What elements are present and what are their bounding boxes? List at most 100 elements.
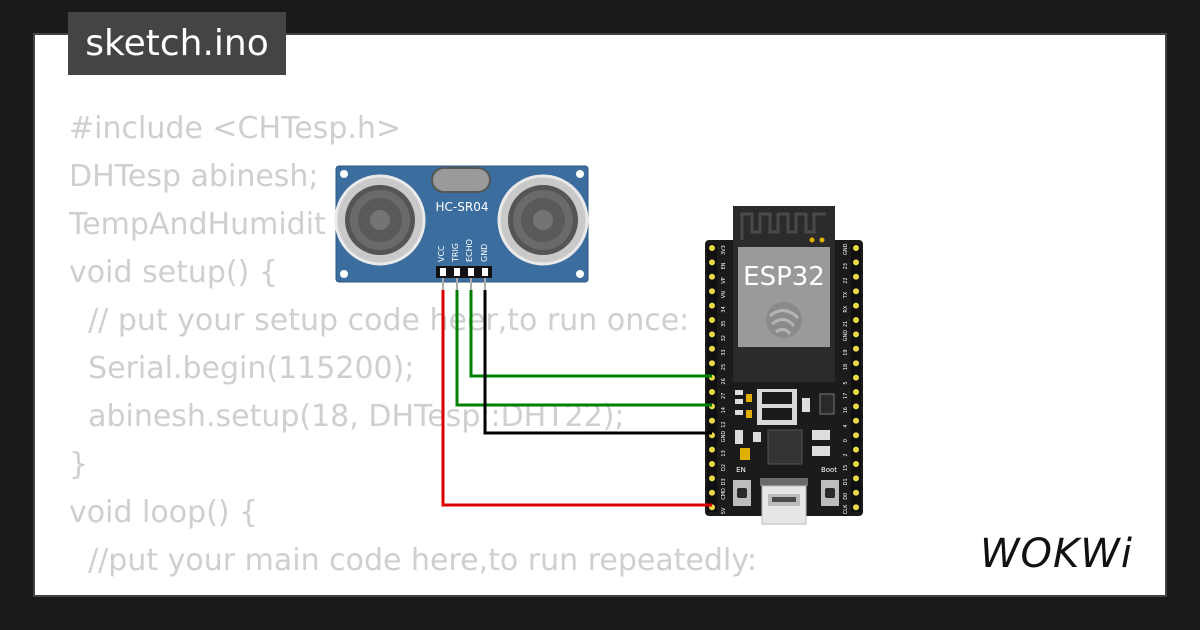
right-pin-18[interactable] bbox=[853, 360, 859, 367]
right-pin-d0[interactable] bbox=[853, 489, 859, 496]
right-pin-label: TX bbox=[843, 291, 849, 299]
wire-gnd[interactable] bbox=[483, 290, 712, 435]
left-pin-13[interactable] bbox=[709, 446, 715, 453]
code-line: // put your setup code heer,to run once: bbox=[69, 303, 690, 338]
right-pin-label: 21 bbox=[843, 321, 849, 327]
right-pin-0[interactable] bbox=[853, 432, 859, 439]
crystal-icon bbox=[431, 167, 491, 193]
right-pin-5[interactable] bbox=[853, 374, 859, 381]
left-pin-32[interactable] bbox=[709, 331, 715, 338]
left-pin-label: 33 bbox=[721, 349, 727, 355]
left-pin-25[interactable] bbox=[709, 360, 715, 367]
right-pin-23[interactable] bbox=[853, 259, 859, 266]
sensor-pin-label-gnd: GND bbox=[480, 244, 489, 262]
usb-uart-chip bbox=[767, 429, 803, 465]
sensor-label: HC-SR04 bbox=[436, 200, 489, 214]
usb-port bbox=[760, 478, 808, 525]
left-pin-35[interactable] bbox=[709, 317, 715, 323]
left-pin-en[interactable] bbox=[709, 259, 715, 266]
right-pin-label: 15 bbox=[843, 465, 849, 471]
right-pin-gnd[interactable] bbox=[853, 331, 859, 338]
right-pin-2[interactable] bbox=[853, 446, 859, 453]
right-pin-17[interactable] bbox=[853, 389, 859, 395]
code-line: ...abinesh.getTempAndHumidity(); bbox=[69, 585, 757, 595]
sensor-pin-label-vcc: VCC bbox=[437, 245, 446, 262]
code-line: void loop() { bbox=[69, 495, 259, 530]
left-pin-vn[interactable] bbox=[709, 288, 715, 295]
right-pin-22[interactable] bbox=[853, 273, 859, 280]
right-pin-label: 2 bbox=[843, 453, 849, 456]
right-pin-label: 5 bbox=[843, 381, 849, 384]
right-pin-label: 0 bbox=[843, 439, 849, 442]
code-line: void setup() { bbox=[69, 255, 278, 290]
sensor-pin-vcc[interactable] bbox=[440, 268, 446, 276]
code-line: } bbox=[69, 447, 89, 482]
right-pin-label: 4 bbox=[843, 425, 849, 428]
left-pin-3v3[interactable] bbox=[709, 245, 715, 251]
board-label: ESP32 bbox=[743, 262, 825, 292]
left-pin-cmd[interactable] bbox=[709, 489, 715, 496]
project-filename-tab[interactable]: sketch.ino bbox=[68, 12, 286, 75]
right-pin-4[interactable] bbox=[853, 417, 859, 424]
boot-button[interactable] bbox=[821, 480, 839, 506]
en-button[interactable] bbox=[733, 480, 751, 506]
sensor-pin-label-trig: TRIG bbox=[451, 243, 460, 263]
antenna-icon bbox=[740, 212, 826, 240]
sensor-pin-echo[interactable] bbox=[468, 268, 474, 276]
transducer-right-icon bbox=[497, 174, 589, 266]
right-pin-tx[interactable] bbox=[853, 288, 859, 295]
code-line: //put your main code here,to run repeate… bbox=[69, 543, 757, 578]
code-line: #include <CHTesp.h> bbox=[69, 111, 402, 146]
right-pin-label: D0 bbox=[843, 493, 849, 500]
left-pin-label: 26 bbox=[721, 378, 727, 384]
right-pin-label: 16 bbox=[843, 407, 849, 413]
sensor-pin-trig[interactable] bbox=[454, 268, 460, 276]
sensor-pin-gnd[interactable] bbox=[482, 268, 488, 276]
code-preview: #include <CHTesp.h>DHTesp abinesh;TempAn… bbox=[69, 105, 757, 595]
hc-sr04-sensor[interactable]: HC-SR04 VCC TRIG ECHO GND bbox=[334, 165, 589, 292]
left-pin-label: 3V3 bbox=[721, 245, 727, 255]
right-pin-label: 17 bbox=[843, 393, 849, 399]
left-pin-33[interactable] bbox=[709, 345, 715, 352]
left-pin-d3[interactable] bbox=[709, 475, 715, 482]
espressif-logo-icon bbox=[766, 302, 802, 338]
left-pin-label: 14 bbox=[721, 407, 727, 413]
left-pin-vp[interactable] bbox=[709, 273, 715, 280]
left-pin-d2[interactable] bbox=[709, 461, 715, 467]
left-pin-label: 34 bbox=[721, 306, 727, 312]
left-pin-27[interactable] bbox=[709, 389, 715, 395]
code-line: TempAndHumidit bbox=[69, 207, 326, 242]
right-pin-label: GND bbox=[843, 330, 849, 342]
left-pin-12[interactable] bbox=[709, 417, 715, 424]
esp32-board[interactable]: ESP32 3V3ENVPVN343532332526271412GND13D2… bbox=[705, 206, 863, 525]
left-pin-label: 27 bbox=[721, 393, 727, 399]
right-pin-label: 23 bbox=[843, 263, 849, 269]
right-pin-label: 18 bbox=[843, 364, 849, 370]
right-pin-gnd[interactable] bbox=[853, 245, 859, 251]
wire-vcc[interactable] bbox=[441, 290, 712, 507]
transducer-left-icon bbox=[334, 174, 426, 266]
left-pin-label: CMD bbox=[721, 488, 727, 500]
wire-echo[interactable] bbox=[469, 290, 712, 378]
left-pin-label: 12 bbox=[721, 421, 727, 427]
right-pin-19[interactable] bbox=[853, 345, 859, 352]
right-pin-clk[interactable] bbox=[853, 504, 859, 511]
left-pin-label: 13 bbox=[721, 450, 727, 456]
right-pin-rx[interactable] bbox=[853, 302, 859, 309]
left-pin-label: VP bbox=[721, 277, 727, 283]
left-pin-label: GND bbox=[721, 431, 727, 443]
right-pin-label: RX bbox=[843, 305, 849, 312]
left-pin-34[interactable] bbox=[709, 302, 715, 309]
right-pin-21[interactable] bbox=[853, 317, 859, 323]
right-pin-15[interactable] bbox=[853, 461, 859, 467]
right-pin-d1[interactable] bbox=[853, 475, 859, 482]
right-pin-label: 19 bbox=[843, 349, 849, 355]
wire-trig[interactable] bbox=[455, 290, 712, 407]
left-pin-label: 32 bbox=[721, 335, 727, 341]
left-pin-header: 3V3ENVPVN343532332526271412GND13D2D3CMD5… bbox=[709, 245, 727, 514]
boot-button-label: Boot bbox=[821, 466, 837, 474]
left-pin-label: 25 bbox=[721, 364, 727, 370]
right-pin-16[interactable] bbox=[853, 403, 859, 410]
left-pin-label: D2 bbox=[721, 464, 727, 471]
